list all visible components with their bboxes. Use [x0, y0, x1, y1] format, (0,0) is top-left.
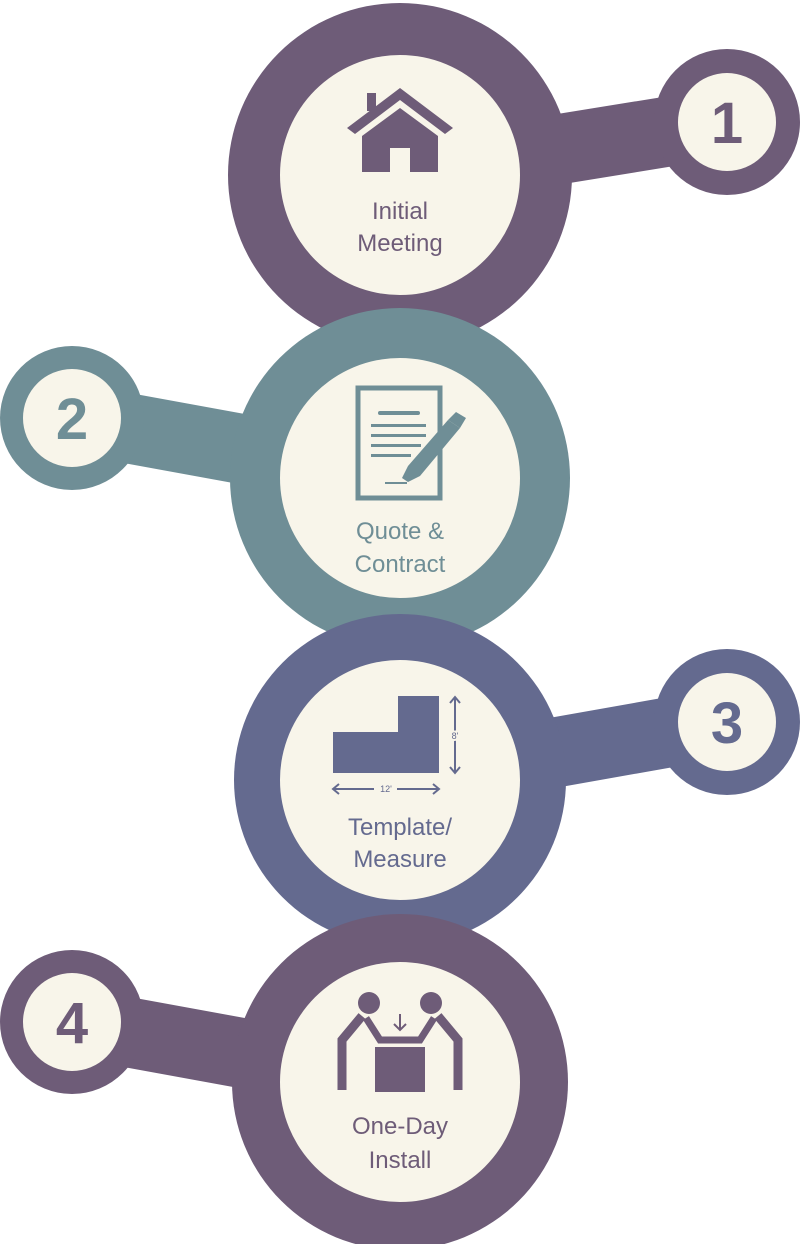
two-people-install-icon: [337, 992, 463, 1092]
contract-pen-icon: [355, 385, 466, 501]
step-4-label-line1: One-Day: [352, 1113, 448, 1140]
step-2-label-line1: Quote &: [356, 518, 444, 545]
step-2-badge: [23, 369, 121, 467]
step-3-label-line2: Measure: [353, 846, 446, 873]
step-1-badge: [678, 73, 776, 171]
countertop-measure-icon: 8' 12': [331, 695, 461, 795]
step-1: 1 Initial Meeting: [228, 3, 800, 347]
step-4-badge: [23, 973, 121, 1071]
house-icon: [347, 88, 453, 172]
step-1-label-line1: Initial: [372, 198, 428, 225]
step-2-number: 2: [56, 387, 88, 452]
step-4-number: 4: [56, 991, 88, 1056]
step-2: 2 Quote & Contract: [0, 308, 570, 648]
step-1-number: 1: [711, 91, 743, 156]
step-2-label-line2: Contract: [355, 551, 446, 578]
step-4-label-line2: Install: [369, 1147, 432, 1174]
step-3: 3 8' 12' Template/ Measure: [234, 614, 800, 946]
height-dimension: 8': [452, 731, 459, 741]
step-3-number: 3: [711, 691, 743, 756]
step-3-label-line1: Template/: [348, 814, 452, 841]
width-dimension: 12': [380, 784, 392, 794]
step-3-badge: [678, 673, 776, 771]
step-1-label-line2: Meeting: [357, 230, 442, 257]
step-4: 4 One-Day Install: [0, 914, 568, 1244]
